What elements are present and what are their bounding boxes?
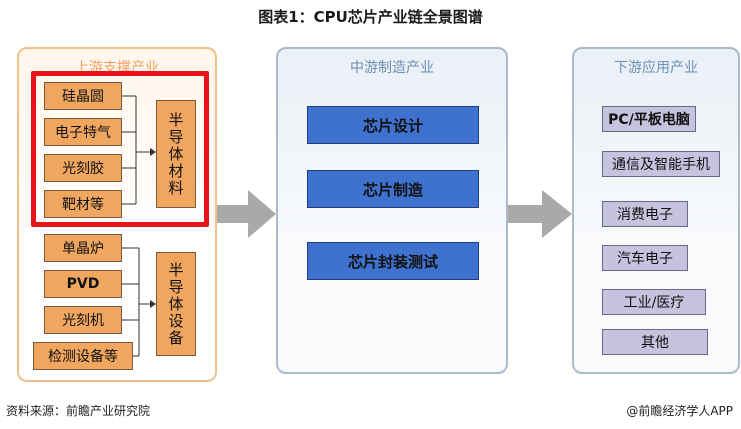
equipment-arrowhead xyxy=(150,300,156,308)
app-other: 其他 xyxy=(602,329,708,355)
semiconductor-equipment-box: 半导体设备 xyxy=(156,252,196,356)
chip-manufacturing-box: 芯片制造 xyxy=(307,170,479,208)
chart-title: 图表1：CPU芯片产业链全景图谱 xyxy=(258,8,483,26)
equipment-lithography: 光刻机 xyxy=(44,306,122,334)
equipment-crystal-furnace: 单晶炉 xyxy=(44,234,122,262)
materials-connector xyxy=(122,95,150,205)
highlight-frame xyxy=(31,71,209,227)
app-automotive-electronics: 汽车电子 xyxy=(602,245,688,271)
app-pc-tablet: PC/平板电脑 xyxy=(602,106,696,132)
midstream-title: 中游制造产业 xyxy=(350,60,434,76)
equipment-connector xyxy=(122,247,150,357)
app-communication-phone: 通信及智能手机 xyxy=(602,151,720,177)
upstream-to-midstream-arrow xyxy=(217,190,276,238)
material-silicon-wafer: 硅晶圆 xyxy=(44,82,122,110)
equipment-pvd: PVD xyxy=(44,270,122,298)
app-industrial-medical: 工业/医疗 xyxy=(602,289,706,315)
downstream-title: 下游应用产业 xyxy=(614,60,698,76)
material-target: 靶材等 xyxy=(44,190,122,218)
semiconductor-materials-box: 半导体材料 xyxy=(156,100,196,208)
midstream-panel: 中游制造产业 xyxy=(276,47,508,374)
app-consumer-electronics: 消费电子 xyxy=(602,201,688,227)
materials-arrowhead xyxy=(150,148,156,156)
equipment-inspection: 检测设备等 xyxy=(33,342,133,370)
material-electronic-gas: 电子特气 xyxy=(44,118,122,146)
brand-note: @前瞻经济学人APP xyxy=(626,404,733,418)
midstream-to-downstream-arrow xyxy=(508,190,572,238)
chip-packaging-testing-box: 芯片封装测试 xyxy=(307,242,479,280)
material-photoresist: 光刻胶 xyxy=(44,154,122,182)
source-note: 资料来源：前瞻产业研究院 xyxy=(6,404,151,418)
chip-design-box: 芯片设计 xyxy=(307,106,479,144)
